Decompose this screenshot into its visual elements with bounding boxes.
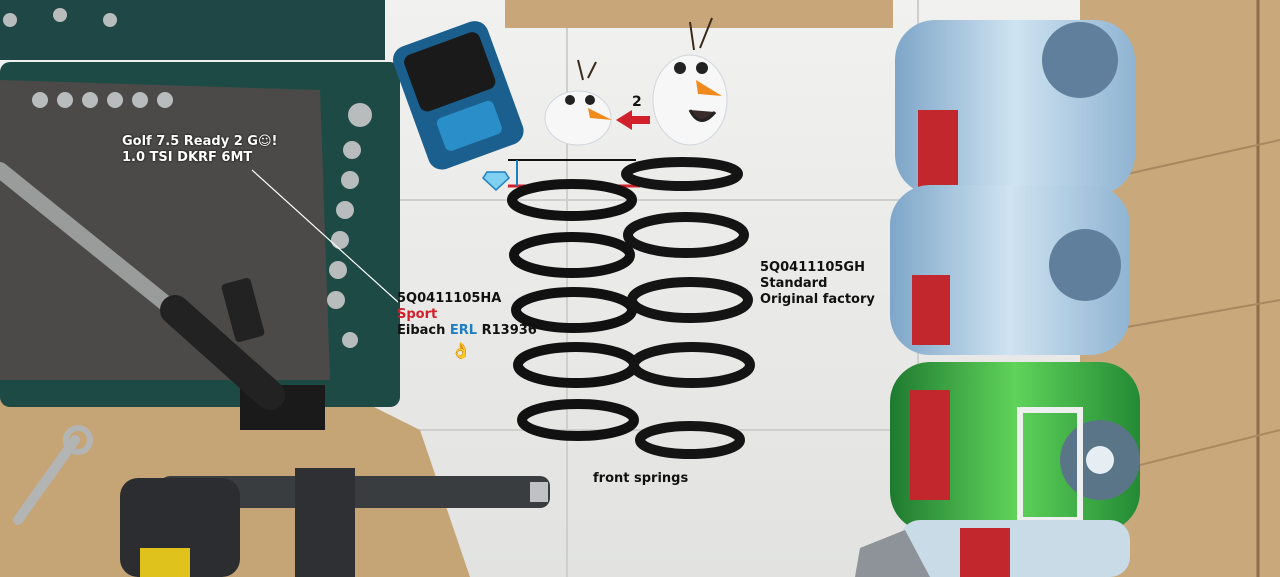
sport-spring-label: 5Q0411105HA Sport Eibach ERL R13936 👌 — [397, 291, 537, 359]
spring-compressor-tool — [120, 468, 550, 577]
diamond-icon — [482, 171, 510, 192]
car-model-label: Golf 7.5 Ready 2 G☺! 1.0 TSI DKRF 6MT — [122, 134, 277, 166]
erl-highlight: ERL — [449, 323, 478, 338]
blue-battery — [393, 21, 524, 170]
ok-hand-icon: 👌 — [451, 341, 471, 360]
snowman-face-large — [652, 17, 728, 146]
red-arrow-icon — [616, 110, 650, 130]
sport-brand-line: Eibach ERL R13936 — [397, 323, 537, 339]
sport-type-label: Sport — [397, 307, 438, 322]
standard-spring-label: 5Q0411105GH Standard Original factory — [760, 260, 875, 308]
car-model-line2: 1.0 TSI DKRF 6MT — [122, 150, 253, 165]
snowman-face-small — [544, 59, 612, 146]
water-bottle-top — [895, 20, 1135, 195]
spring-standard — [621, 157, 755, 459]
spring-sport — [507, 179, 639, 441]
arrow-number: 2 — [632, 94, 642, 110]
green-bottle — [890, 362, 1140, 532]
annotation-leader-line — [251, 169, 399, 303]
standard-type-label: Standard — [760, 276, 828, 291]
plastic-bottle-bottom — [900, 520, 1130, 577]
factory-label: Original factory — [760, 292, 875, 307]
sport-brand-prefix: Eibach — [397, 323, 450, 338]
cardboard-box-top — [505, 0, 893, 28]
sport-brand-suffix: R13936 — [477, 323, 537, 338]
water-bottle-middle — [890, 185, 1130, 355]
front-springs-caption: front springs — [593, 471, 689, 486]
car-model-line1: Golf 7.5 Ready 2 G☺! — [122, 134, 278, 149]
standard-part-number: 5Q0411105GH — [760, 260, 865, 275]
metal-plate — [855, 530, 930, 577]
sport-part-number: 5Q0411105HA — [397, 291, 502, 306]
torque-wrench — [0, 162, 285, 410]
